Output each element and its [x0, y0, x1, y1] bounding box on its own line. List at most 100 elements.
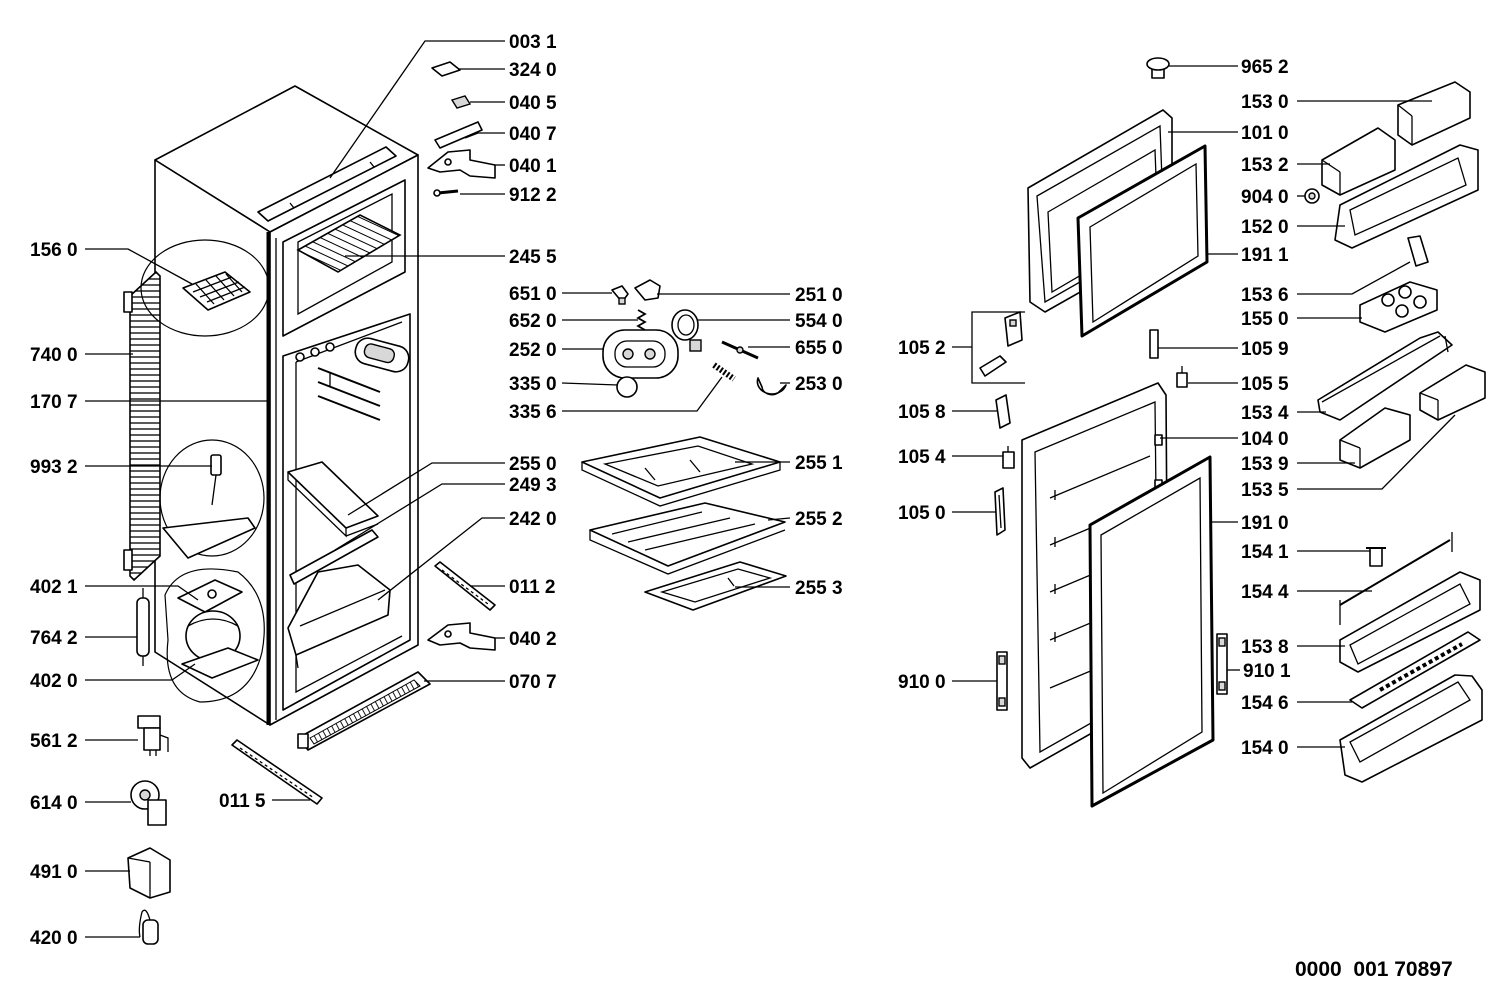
door-bin-butter — [1334, 144, 1479, 249]
callout-651-0: 651 0 — [509, 284, 612, 305]
door-switch-actuator — [994, 487, 1006, 536]
callout-label: 153 8 — [1241, 637, 1289, 658]
callout-label: 040 1 — [509, 156, 557, 177]
callout-249-3: 249 3 — [334, 475, 557, 551]
callout-153-0: 153 0 — [1241, 92, 1432, 113]
callout-label: 153 5 — [1241, 480, 1289, 501]
callout-label: 491 0 — [30, 862, 78, 883]
butter-compartment-lid-upper — [1397, 81, 1471, 146]
door-pin-upper — [1176, 366, 1188, 388]
callout-105-5: 105 5 — [1188, 374, 1289, 395]
bottom-ventilation-grille — [297, 671, 431, 751]
callout-040-2: 040 2 — [495, 629, 557, 650]
callout-153-9: 153 9 — [1241, 454, 1355, 475]
washer — [1304, 188, 1320, 204]
callout-label: 335 0 — [509, 374, 557, 395]
bottle-retainer-clip — [1366, 547, 1386, 567]
bottle-retainer-bar — [1339, 532, 1453, 625]
callout-993-2: 993 2 — [30, 457, 212, 478]
hinge-cap — [450, 95, 472, 109]
callout-label: 153 4 — [1241, 403, 1289, 424]
callout-655-0: 655 0 — [748, 338, 843, 359]
callout-label: 040 5 — [509, 93, 557, 114]
callout-label: 011 5 — [219, 791, 266, 812]
callout-491-0: 491 0 — [30, 862, 130, 883]
glass-shelf — [581, 436, 781, 507]
callout-label: 402 0 — [30, 671, 78, 692]
terminal-cover — [127, 847, 171, 899]
cabinet-top-cover-strip — [257, 146, 397, 222]
egg-tray-bracket — [1407, 235, 1429, 267]
callout-label: 255 3 — [795, 578, 843, 599]
callout-label: 191 0 — [1241, 513, 1289, 534]
callout-label: 153 9 — [1241, 454, 1289, 475]
callout-070-7: 070 7 — [424, 672, 557, 693]
callout-label: 652 0 — [509, 311, 557, 332]
callout-label: 335 6 — [509, 402, 557, 423]
egg-tray — [1359, 281, 1438, 333]
callout-154-1: 154 1 — [1241, 542, 1370, 563]
callout-155-0: 155 0 — [1241, 309, 1362, 330]
callout-191-0: 191 0 — [1211, 513, 1289, 534]
bottom-hinge — [427, 622, 496, 651]
hinge-screw — [433, 189, 459, 197]
door-closer — [995, 394, 1011, 429]
thermostat-knob — [616, 376, 638, 398]
callout-label: 904 0 — [1241, 187, 1289, 208]
callout-label: 153 0 — [1241, 92, 1289, 113]
callout-910-0: 910 0 — [898, 672, 997, 693]
callout-label: 910 1 — [1243, 661, 1291, 682]
callout-561-2: 561 2 — [30, 731, 138, 752]
document-number: 0000 001 70897 — [1295, 958, 1453, 981]
callout-label: 105 8 — [898, 402, 946, 423]
callout-040-5: 040 5 — [470, 93, 557, 114]
callout-label: 105 0 — [898, 503, 946, 524]
callout-label: 614 0 — [30, 793, 78, 814]
callout-154-4: 154 4 — [1241, 582, 1372, 603]
callout-153-2: 153 2 — [1241, 155, 1330, 176]
glass-shelf-fridge — [287, 461, 379, 538]
callout-label: 154 4 — [1241, 582, 1289, 603]
callout-label: 154 1 — [1241, 542, 1289, 563]
callout-252-0: 252 0 — [509, 340, 604, 361]
callout-040-1: 040 1 — [495, 156, 557, 177]
hinge-cover-strip — [434, 121, 483, 149]
callout-105-2: 105 2 — [898, 311, 1025, 384]
callout-253-0: 253 0 — [780, 374, 843, 395]
callout-label: 402 1 — [30, 577, 78, 598]
callout-label: 154 0 — [1241, 738, 1289, 759]
lamp-socket — [636, 309, 647, 331]
callout-label: 245 5 — [509, 247, 557, 268]
callout-191-1: 191 1 — [1206, 245, 1289, 266]
callout-420-0: 420 0 — [30, 928, 140, 949]
callout-label: 040 7 — [509, 124, 557, 145]
lamp-cover — [634, 279, 661, 301]
callout-label: 105 2 — [898, 338, 946, 359]
callout-label: 324 0 — [509, 60, 557, 81]
callout-764-2: 764 2 — [30, 628, 137, 649]
callout-153-8: 153 8 — [1241, 637, 1345, 658]
callout-label: 191 1 — [1241, 245, 1289, 266]
callout-105-0: 105 0 — [898, 503, 996, 524]
thermostat-sensor — [162, 454, 256, 559]
compressor-mount — [177, 579, 243, 613]
lamp-switch-rod — [721, 340, 759, 360]
callout-label: 252 0 — [509, 340, 557, 361]
callout-153-5: 153 5 — [1241, 414, 1456, 501]
top-hinge — [427, 149, 496, 179]
crisper-cover-strip — [289, 529, 379, 585]
filter-drier — [136, 588, 150, 666]
callout-152-0: 152 0 — [1241, 217, 1345, 238]
callout-912-2: 912 2 — [460, 185, 557, 206]
callout-label: 105 5 — [1241, 374, 1289, 395]
butter-compartment-lid-lower — [1321, 127, 1396, 196]
callout-label: 255 2 — [795, 509, 843, 530]
door-top-cap — [1146, 57, 1170, 79]
callout-255-1: 255 1 — [735, 453, 843, 474]
callout-label: 910 0 — [898, 672, 946, 693]
lamp-housing — [602, 329, 679, 379]
thermostat-ring — [671, 309, 702, 352]
condenser-coil — [123, 270, 161, 582]
callout-label: 003 1 — [509, 32, 557, 53]
callout-402-0: 402 0 — [30, 663, 196, 692]
